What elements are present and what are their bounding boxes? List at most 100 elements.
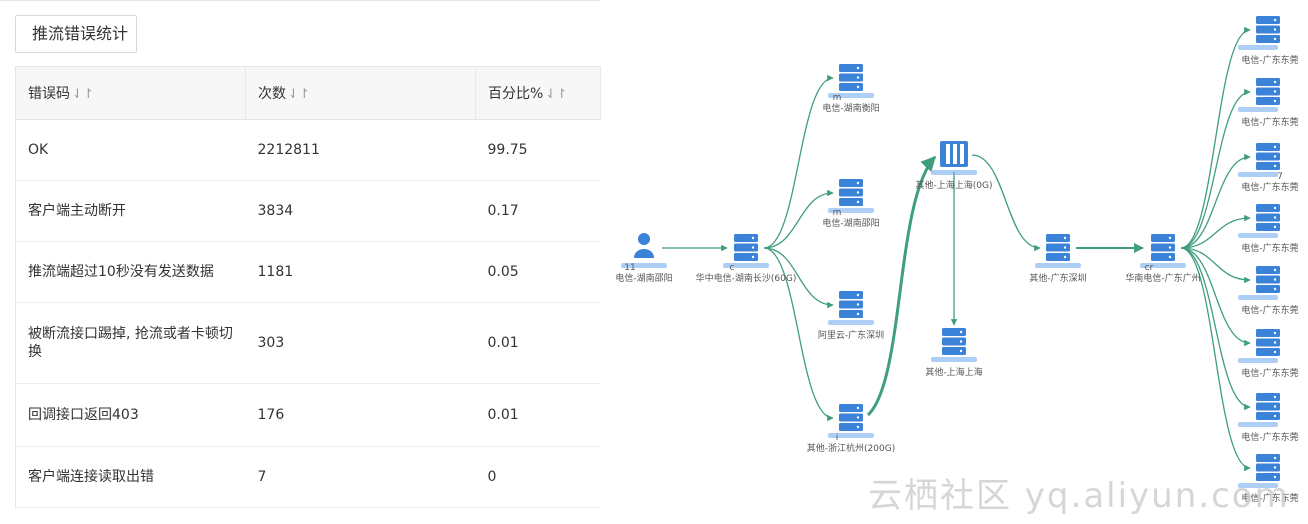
sort-icon[interactable]: ⇃↾ [288,87,310,102]
node-d8[interactable]: 电信-广东东莞 [1238,454,1299,504]
node-c1[interactable]: 其他-上海上海(0G) [916,141,993,191]
server-icon[interactable] [1046,234,1070,261]
column-header-count[interactable]: 次数⇃↾ [245,66,476,120]
graph-nodes: 11电信-湖南邵阳c华中电信-湖南长沙(60G)m电信-湖南衡阳m电信-湖南邵阳… [615,16,1299,504]
node-t4[interactable]: i其他-浙江杭州(200G) [807,404,895,454]
table-row: OK 2212811 99.75 [15,119,601,181]
server-icon[interactable] [734,234,758,261]
node-label: 电信-广东东莞 [1241,304,1298,316]
hostname-blur [1238,422,1278,427]
node-sz[interactable]: 其他-广东深圳 [1029,234,1087,284]
hostname-blur [1238,45,1278,50]
node-label: 电信-广东东莞 [1241,242,1298,254]
server-icon[interactable] [839,291,863,318]
cell-code: 客户端连接读取出错 [15,446,246,508]
node-value: 11 [624,263,635,273]
edge-hn-d4 [1180,214,1251,249]
node-d7[interactable]: 电信-广东东莞 [1238,393,1299,443]
node-d3[interactable]: 7电信-广东东莞 [1238,143,1299,193]
node-t3[interactable]: 阿里云-广东深圳 [818,291,884,341]
sort-icon[interactable]: ⇃↾ [72,87,94,102]
node-c2[interactable]: 其他-上海上海 [925,328,983,378]
node-label: 电信-广东东莞 [1241,367,1298,379]
node-d2[interactable]: 电信-广东东莞 [1238,78,1299,128]
cell-code: 回调接口返回403 [15,383,246,447]
server-icon[interactable] [839,404,863,431]
edge-edge-t1 [763,74,834,249]
server-icon[interactable] [1256,16,1280,43]
server-icon[interactable] [1256,78,1280,105]
server-rack-icon[interactable] [940,141,968,167]
hostname-blur [1238,233,1278,238]
cell-percent: 0 [475,446,601,508]
server-icon[interactable] [1256,329,1280,356]
edge-edge-t3 [763,247,834,309]
hostname-blur [828,93,874,98]
panel-title: 推流错误统计 [15,15,137,53]
server-icon[interactable] [839,179,863,206]
watermark: 云栖社区 yq.aliyun.com [868,476,1290,516]
topology-graph: 11电信-湖南邵阳c华中电信-湖南长沙(60G)m电信-湖南衡阳m电信-湖南邵阳… [615,16,1299,504]
error-table: 错误码⇃↾ 次数⇃↾ 百分比%⇃↾ OK 2212811 99.75 客户端主动… [15,66,601,508]
node-label: 其他-浙江杭州(200G) [807,442,895,454]
hostname-blur [828,433,874,438]
node-label: 电信-湖南邵阳 [822,217,879,229]
node-t2[interactable]: m电信-湖南邵阳 [822,179,880,229]
cell-count: 1181 [245,241,476,303]
edge-edge-t4 [763,247,834,422]
server-icon[interactable] [942,328,966,355]
node-value: m [833,208,842,218]
column-header-percent[interactable]: 百分比%⇃↾ [475,66,601,120]
table-row: 回调接口返回403 176 0.01 [15,383,601,447]
edge-hn-d5 [1180,247,1251,284]
edge-hn-d3 [1180,153,1251,249]
node-label: 华南电信-广东广州 [1125,272,1200,284]
hostname-blur [1140,263,1186,268]
edge-hn-d6 [1180,247,1251,347]
cell-percent: 0.01 [475,383,601,447]
node-label: 电信-广东东莞 [1241,431,1298,443]
error-stats-panel: 推流错误统计 错误码⇃↾ 次数⇃↾ 百分比%⇃↾ OK 2212811 99.7… [0,0,601,520]
server-icon[interactable] [1256,143,1280,170]
table-row: 推流端超过10秒没有发送数据 1181 0.05 [15,241,601,303]
table-row: 客户端连接读取出错 7 0 [15,446,601,508]
node-label: 其他-上海上海(0G) [916,179,993,191]
hostname-blur [1238,483,1278,488]
server-icon[interactable] [1151,234,1175,261]
node-value: cr [1145,263,1154,273]
node-d6[interactable]: 电信-广东东莞 [1238,329,1299,379]
node-value: i [836,433,839,443]
node-value: c [730,263,735,273]
hostname-blur [1035,263,1081,268]
node-d1[interactable]: 电信-广东东莞 [1238,16,1299,66]
server-icon[interactable] [1256,204,1280,231]
cell-code: 推流端超过10秒没有发送数据 [15,241,246,303]
hostname-blur [1238,172,1278,177]
column-header-code[interactable]: 错误码⇃↾ [15,66,246,120]
server-icon[interactable] [1256,393,1280,420]
cell-count: 2212811 [245,119,476,181]
hostname-blur [828,320,874,325]
hostname-blur [1238,358,1278,363]
panel-top-border [0,0,600,4]
sort-icon[interactable]: ⇃↾ [545,87,568,102]
node-d4[interactable]: 电信-广东东莞 [1238,204,1299,254]
server-icon[interactable] [1256,266,1280,293]
hostname-blur [931,170,977,175]
node-label: 电信-广东东莞 [1241,181,1298,193]
server-icon[interactable] [1256,454,1280,481]
node-t1[interactable]: m电信-湖南衡阳 [822,64,880,114]
hostname-blur [931,357,977,362]
graph-edges [662,26,1251,472]
node-label: 其他-广东深圳 [1029,272,1086,284]
server-icon[interactable] [839,64,863,91]
cell-code: 被断流接口踢掉, 抢流或者卡顿切换 [15,302,246,384]
cell-percent: 99.75 [475,119,601,181]
node-label: 其他-上海上海 [925,366,982,378]
user-icon[interactable] [634,233,654,258]
node-d5[interactable]: 电信-广东东莞 [1238,266,1299,316]
table-header-row: 错误码⇃↾ 次数⇃↾ 百分比%⇃↾ [15,66,601,120]
